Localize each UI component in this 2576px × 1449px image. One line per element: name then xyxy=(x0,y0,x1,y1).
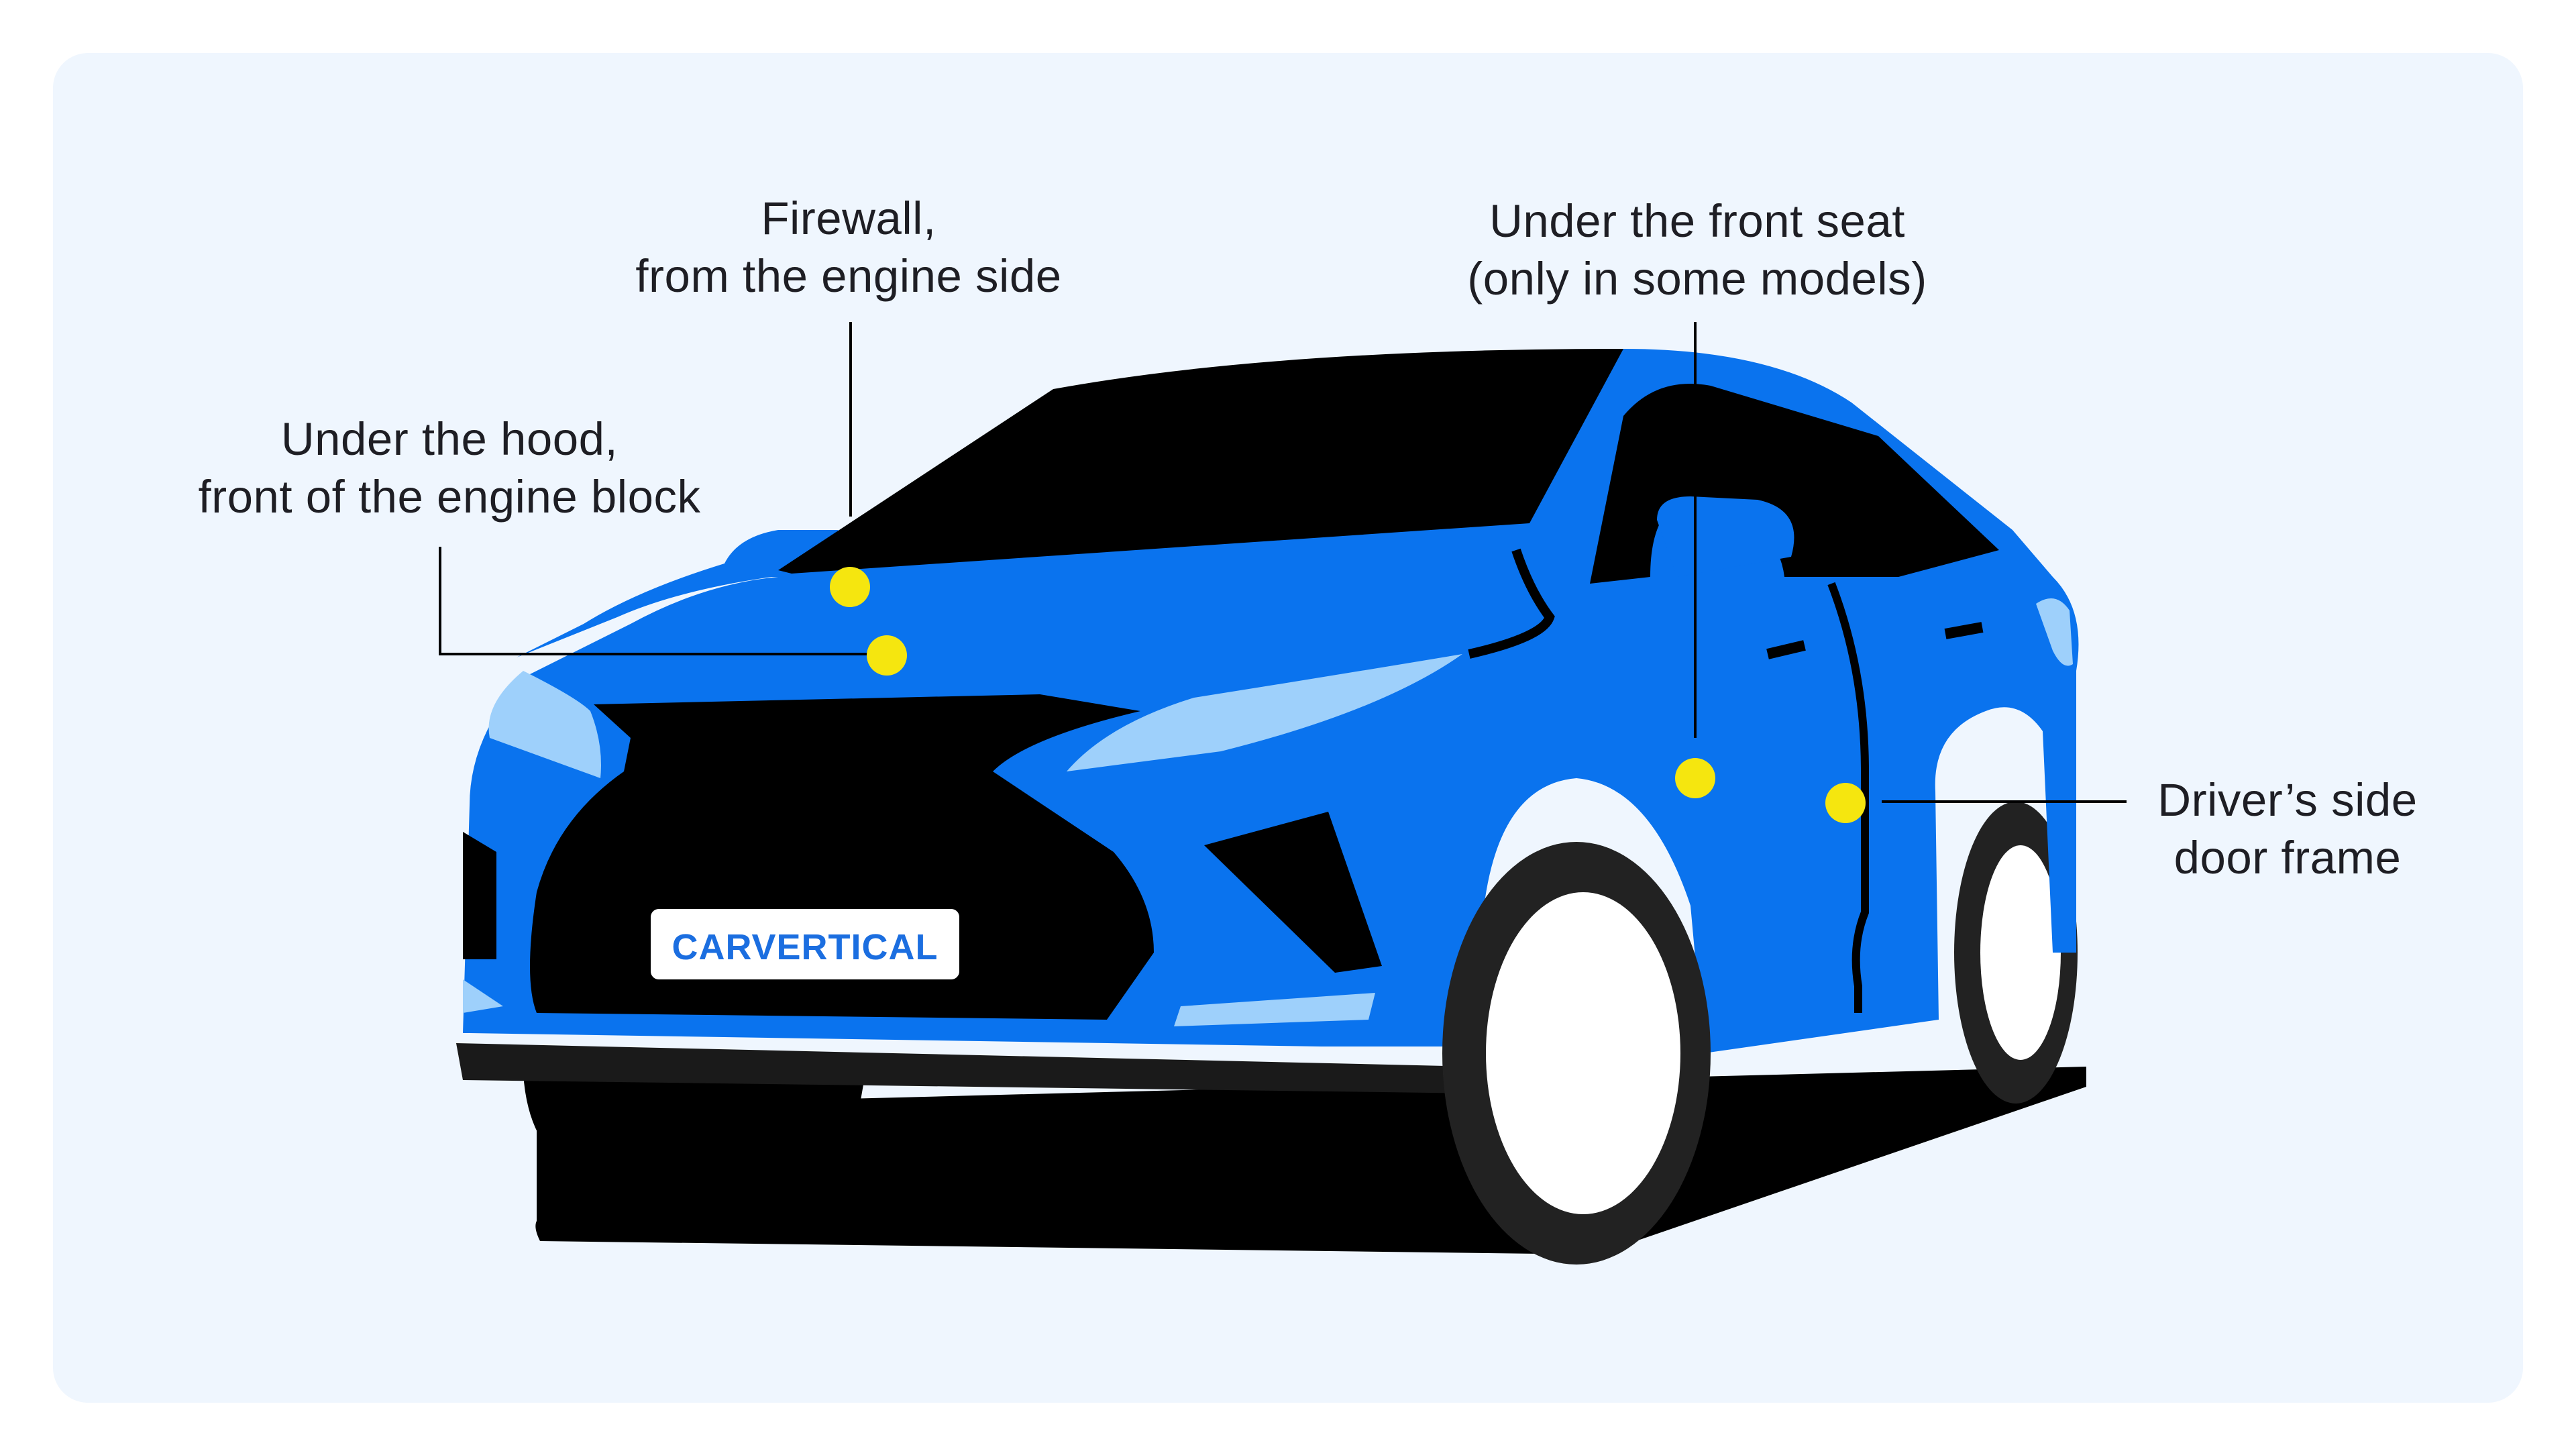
right-fog-vent xyxy=(1204,812,1382,973)
callout-front-seat-line2: (only in some models) xyxy=(1467,253,1927,305)
callout-door-frame-line2: door frame xyxy=(2174,832,2402,883)
hood-leader-line xyxy=(439,547,885,655)
callout-firewall: Firewall, from the engine side xyxy=(614,190,1083,305)
front-right-rim xyxy=(1486,892,1680,1214)
license-plate xyxy=(651,909,959,979)
location-dot-icon xyxy=(830,567,870,607)
location-dot-icon xyxy=(867,635,907,676)
right-headlight xyxy=(1067,654,1462,771)
callout-door-frame: Driver’s side door frame xyxy=(2133,771,2442,887)
callout-front-seat: Under the front seat (only in some model… xyxy=(1429,193,1966,308)
callout-hood: Under the hood, front of the engine bloc… xyxy=(161,411,738,526)
location-dot-icon xyxy=(1825,783,1866,823)
door-seam xyxy=(1827,582,1869,1013)
callout-hood-line2: front of the engine block xyxy=(198,471,701,523)
license-plate-brand: CARVERTICAL xyxy=(672,927,938,967)
left-lower-vent xyxy=(463,832,496,959)
callout-firewall-line2: from the engine side xyxy=(635,250,1062,302)
windshield xyxy=(778,349,1623,574)
callout-door-frame-line1: Driver’s side xyxy=(2157,774,2418,826)
chin-spoiler xyxy=(456,1043,1483,1093)
location-dot-icon xyxy=(1675,758,1715,798)
door-handle-rear xyxy=(1944,622,1984,639)
hood-crease xyxy=(1468,548,1555,659)
side-mirror xyxy=(1657,496,1794,577)
door-handle-front xyxy=(1766,640,1806,659)
front-left-tire xyxy=(523,1073,865,1187)
callout-firewall-line1: Firewall, xyxy=(761,193,936,244)
callout-hood-line1: Under the hood, xyxy=(280,413,619,465)
callout-front-seat-line1: Under the front seat xyxy=(1489,195,1905,247)
right-bumper-light xyxy=(1174,993,1375,1026)
side-window xyxy=(1590,384,1999,584)
rear-light xyxy=(2036,598,2073,666)
left-fender xyxy=(517,530,839,657)
left-bumper-light xyxy=(463,979,503,1013)
left-headlight xyxy=(488,671,601,778)
rear-rim xyxy=(1980,845,2061,1060)
